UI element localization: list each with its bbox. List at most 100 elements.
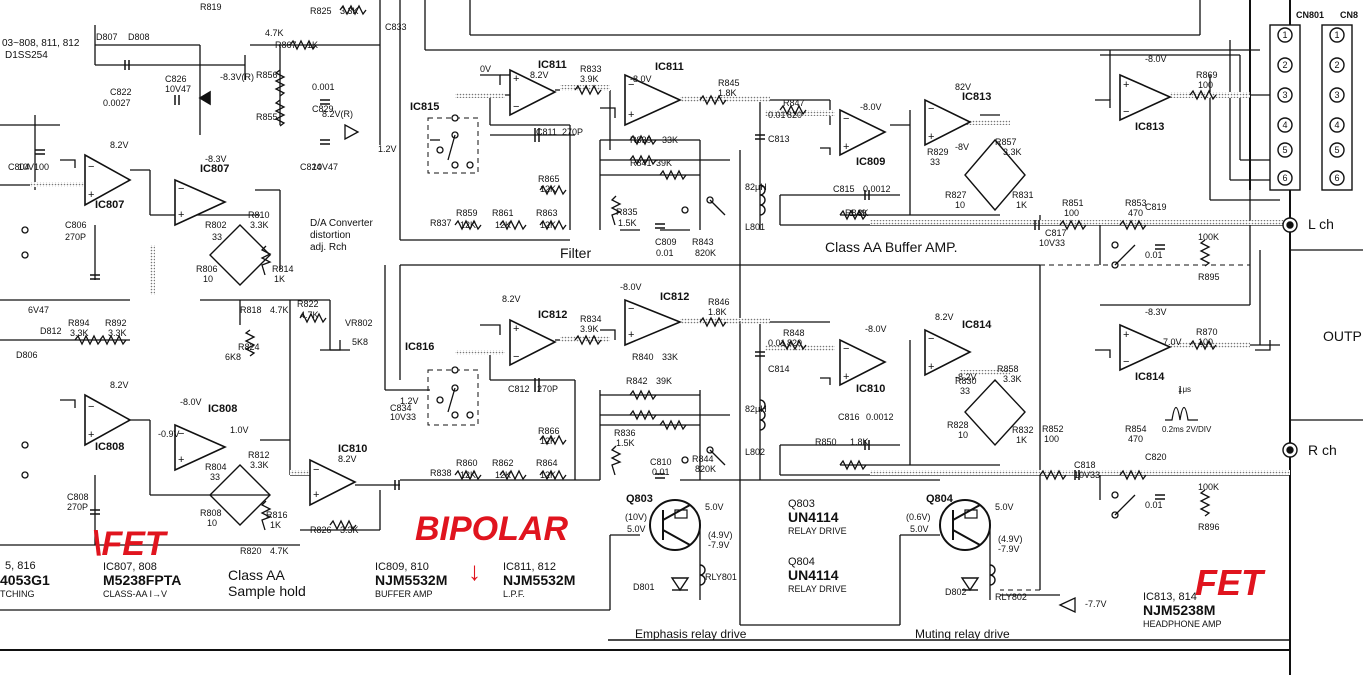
r850-ref: R850 <box>815 437 837 447</box>
r827-value: 10 <box>955 200 965 210</box>
v-q803-49: (4.9V) <box>708 530 733 540</box>
scope-caption: 0.2ms 2V/DIV <box>1162 425 1212 434</box>
svg-text:−: − <box>928 333 934 345</box>
v-q804-50: 5.0V <box>995 502 1014 512</box>
ic809-label: IC809 <box>856 156 885 168</box>
c817-value: 10V33 <box>1039 238 1065 248</box>
c829-value: 0.001 <box>312 82 335 92</box>
c813-ref: C813 <box>768 134 790 144</box>
r858-ref: R858 <box>997 364 1019 374</box>
r862-ref: R862 <box>492 458 514 468</box>
v-q804-m79: -7.9V <box>998 544 1020 554</box>
r847-value: 820 <box>787 110 802 120</box>
pin-2-right: 2 <box>1334 60 1339 70</box>
r804-ref: R804 <box>205 462 227 472</box>
r837-ref: R837 <box>430 218 452 228</box>
relay-coils <box>670 564 996 592</box>
c834-value: 10V33 <box>390 412 416 422</box>
v-ic814-m82: -8.2V <box>955 372 977 382</box>
ic812-label-b: IC812 <box>660 291 689 303</box>
v-ic808-p10: 1.0V <box>230 425 249 435</box>
r859-ref: R859 <box>456 208 478 218</box>
r814-ref: R814 <box>272 264 294 274</box>
v-ic813-82v: 82V <box>955 82 971 92</box>
d808-ref: D808 <box>128 32 150 42</box>
inductors <box>759 184 766 431</box>
v-ic815-p12: 1.2V <box>378 144 397 154</box>
resistors <box>74 4 1217 531</box>
r819-ref: R819 <box>200 2 222 12</box>
section-labels: Filter Class AA Buffer AMP. Class AA Sam… <box>0 38 1362 641</box>
legend-desc: CLASS-AA I→V <box>103 589 167 599</box>
svg-text:−: − <box>178 428 184 440</box>
pin-1-right: 1 <box>1334 30 1339 40</box>
c829-ref: C829 <box>312 104 334 114</box>
c824-value: 10V47 <box>312 162 338 172</box>
c804-ref: C804 <box>8 162 30 172</box>
svg-text:+: + <box>88 429 94 441</box>
r894-ref: R894 <box>68 318 90 328</box>
v-ic812-p82: 8.2V <box>502 294 521 304</box>
svg-text:−: − <box>313 464 319 476</box>
r892-ref: R892 <box>105 318 127 328</box>
r839-value: 33K <box>662 135 678 145</box>
r895-value: 100K <box>1198 232 1219 242</box>
l801-value: 82μH <box>745 182 767 192</box>
svg-text:+: + <box>88 189 94 201</box>
svg-text:+: + <box>928 131 934 143</box>
c814-ref: C814 <box>768 364 790 374</box>
d806-ref: D806 <box>16 350 38 360</box>
v-q804-06: (0.6V) <box>906 512 931 522</box>
c826-ref: C826 <box>165 74 187 84</box>
legend-desc: L.P.F. <box>503 589 525 599</box>
da-converter-label: D/A Converter <box>310 218 373 229</box>
pin-2-left: 2 <box>1282 60 1287 70</box>
top-left-refs: 03~808, 811, 812 <box>2 38 80 49</box>
legend-refs: Q803 <box>788 498 815 510</box>
c816-value: 0.0012 <box>866 412 894 422</box>
r896-ref: R896 <box>1198 522 1220 532</box>
c818-ref: C818 <box>1074 460 1096 470</box>
c808-ref: C808 <box>67 492 89 502</box>
r866-value: 12K <box>540 436 556 446</box>
svg-text:+: + <box>178 454 184 466</box>
r824-value: 6K8 <box>225 352 241 362</box>
q804-label: Q804 <box>926 493 954 505</box>
svg-text:+: + <box>513 323 519 335</box>
r812-value: 3.3K <box>250 460 269 470</box>
r867-ref: R867 <box>275 40 297 50</box>
c811-ref: C811 <box>536 127 557 137</box>
ic807-label-a: IC807 <box>200 163 229 175</box>
filter-label: Filter <box>560 245 591 261</box>
v-ic814-p82: 8.2V <box>935 312 954 322</box>
svg-text:−: − <box>843 343 849 355</box>
v-ic814-out: 7.0V <box>1163 337 1182 347</box>
r862-value: 12K <box>495 470 511 480</box>
rch-label: R ch <box>1308 442 1337 458</box>
lch-label: L ch <box>1308 216 1334 232</box>
r836-ref: R836 <box>614 428 636 438</box>
r818-ref: R818 <box>240 305 262 315</box>
r844-ref: R844 <box>692 454 714 464</box>
ground-symbols <box>60 74 1271 614</box>
r846-value: 1.8K <box>708 307 727 317</box>
r820-ref: R820 <box>240 546 262 556</box>
v-ic816-p12: 1.2V <box>400 396 419 406</box>
v-ic811-p82: 8.2V <box>530 70 549 80</box>
ic814-label-b: IC814 <box>1135 371 1165 383</box>
l801-ref: L801 <box>745 222 765 232</box>
svg-text:−: − <box>178 183 184 195</box>
c820-value: 0.01 <box>1145 500 1163 510</box>
r846-ref: R846 <box>708 297 730 307</box>
r849-ref: R849 <box>845 208 867 218</box>
opamp-signs: +− −+ −+ −+ +− +− −+ −+ −+ +− −+ −+ −+ −… <box>88 73 1129 501</box>
legend-desc: BUFFER AMP <box>375 589 433 599</box>
emphasis-relay-label: Emphasis relay drive <box>635 627 747 641</box>
r896-value: 100K <box>1198 482 1219 492</box>
r895-ref: R895 <box>1198 272 1220 282</box>
pin-3-left: 3 <box>1282 90 1287 100</box>
r832-ref: R832 <box>1012 425 1034 435</box>
v-q804-49: (4.9V) <box>998 534 1023 544</box>
r808-value: 10 <box>207 518 217 528</box>
